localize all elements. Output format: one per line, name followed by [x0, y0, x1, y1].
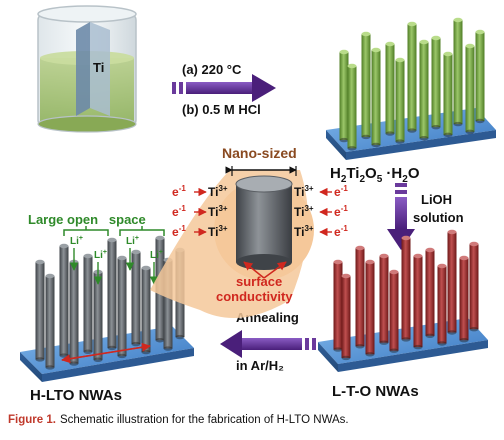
electron-label: e-1: [334, 204, 348, 219]
red-nanowire: [355, 245, 365, 349]
red-nanowire: [425, 247, 435, 338]
li-ion-label: Li+: [70, 235, 83, 247]
ti-foil: [76, 22, 110, 116]
li-ion-label: Li+: [94, 249, 107, 261]
red-nanowire: [469, 241, 479, 332]
panel-bottom-left: [20, 235, 194, 382]
figure-caption-text: Schematic illustration for the fabricati…: [59, 414, 349, 426]
li-ion-arrows: Li+ Li+ Li+ Li+: [69, 235, 163, 285]
green-nanowire: [419, 39, 429, 141]
schematic-canvas: Ti (a) 220 °C (b) 0.5 M HCl H2Ti2O5 ·H2O…: [20, 5, 496, 404]
red-nanowire: [341, 273, 351, 361]
beaker-illustration: Ti: [37, 5, 137, 133]
red-nanowire: [365, 259, 375, 357]
gray-nanowire: [131, 249, 141, 347]
nanowire-cylinder: [235, 175, 293, 270]
base-conduction-line-back: [61, 345, 151, 364]
surface-label: surface: [236, 274, 282, 289]
ti3-label: Ti3+: [294, 224, 314, 239]
panel-bottom-right-label: L-T-O NWAs: [332, 383, 419, 400]
step3-arrow: [220, 330, 316, 358]
electron-label: e-1: [334, 184, 348, 199]
red-nanowire: [437, 263, 447, 346]
step1-arrow: [172, 74, 276, 102]
step2-label-2: solution: [413, 210, 464, 225]
nano-size-dimension: [225, 166, 297, 176]
step3-label-2: in Ar/H₂: [236, 358, 284, 373]
step1-condition-a: (a) 220 °C: [182, 62, 242, 77]
open-space-brackets: [63, 226, 165, 236]
gray-nanowire: [107, 237, 117, 351]
green-nanowire-array: [339, 17, 485, 151]
nano-sized-label: Nano-sized: [222, 145, 297, 161]
panel-bottom-left-label: H-LTO NWAs: [30, 387, 122, 404]
green-nanowire: [453, 17, 463, 127]
green-nanowire: [339, 49, 349, 143]
beaker-ti-label: Ti: [93, 60, 104, 75]
red-nanowire-array: [333, 229, 479, 361]
ti3-label: Ti3+: [208, 224, 228, 239]
figure-caption: Figure 1.Schematic illustration for the …: [8, 414, 498, 426]
green-nanowire: [395, 57, 405, 144]
green-nanowire: [385, 41, 395, 136]
green-nanowire: [407, 21, 417, 133]
step2-label-1: LiOH: [421, 192, 452, 207]
green-nanowire: [347, 63, 357, 151]
large-open-space-label: Large open space: [28, 212, 146, 227]
green-nanowire: [361, 31, 371, 140]
green-nanowire: [431, 35, 441, 130]
electron-label: e-1: [172, 204, 186, 219]
surface-arrows: [243, 261, 287, 279]
gray-nanowire: [35, 259, 45, 362]
green-nanowire: [465, 43, 475, 134]
electron-label: e-1: [172, 184, 186, 199]
ti3-label: Ti3+: [294, 204, 314, 219]
gray-nanowire: [83, 253, 93, 354]
panel-bottom-right: [318, 229, 488, 372]
green-nanowire: [443, 51, 453, 138]
panel-top-right: [326, 17, 496, 160]
gray-nanowire: [69, 259, 79, 366]
fabrication-schematic: Ti (a) 220 °C (b) 0.5 M HCl H2Ti2O5 ·H2O…: [20, 5, 496, 404]
red-nanowire: [413, 253, 423, 350]
ti3-label: Ti3+: [208, 204, 228, 219]
panel-top-right-label: H2Ti2O5 ·H2O: [330, 165, 420, 185]
li-ion-label: Li+: [126, 235, 139, 247]
red-nanowire: [333, 259, 343, 352]
ti3-label: Ti3+: [294, 184, 314, 199]
gray-nanowire: [59, 243, 69, 358]
gray-nanowire: [141, 265, 151, 355]
green-nanowire: [475, 29, 485, 124]
li-ion-label: Li+: [150, 249, 163, 261]
step2-arrow: [387, 183, 415, 250]
red-nanowire: [401, 235, 411, 342]
gray-nanowire: [117, 255, 127, 359]
conductivity-label: conductivity: [216, 289, 293, 304]
red-nanowire: [379, 253, 389, 345]
ti3-label: Ti3+: [208, 184, 228, 199]
electron-label: e-1: [334, 224, 348, 239]
red-nanowire: [447, 229, 457, 335]
red-nanowire: [389, 269, 399, 353]
green-nanowire: [371, 47, 381, 148]
step1-condition-b: (b) 0.5 M HCl: [182, 102, 261, 117]
gray-nanowire: [45, 273, 55, 370]
figure-caption-label: Figure 1.: [8, 414, 56, 426]
electron-label: e-1: [172, 224, 186, 239]
red-nanowire: [459, 255, 469, 343]
